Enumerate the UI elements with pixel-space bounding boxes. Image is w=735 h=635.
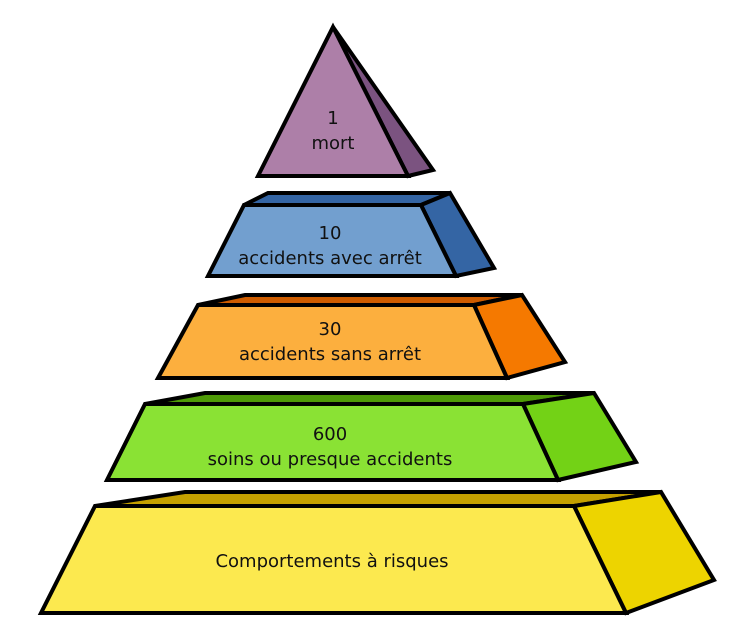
level-label: accidents avec arrêt xyxy=(238,248,422,269)
pyramid-level-mort: 1 mort xyxy=(254,22,437,179)
pyramid-level-accidents-avec-arret: 10 accidents avec arrêt xyxy=(204,190,498,279)
level-label: accidents sans arrêt xyxy=(239,344,421,365)
front-face xyxy=(103,402,562,482)
level-count: 600 xyxy=(313,424,347,445)
pyramid-level-soins: 600 soins ou presque accidents xyxy=(103,390,640,483)
apex-front-face xyxy=(254,22,412,178)
level-count: 1 xyxy=(327,108,338,129)
level-label: Comportements à risques xyxy=(215,551,448,572)
level-label: soins ou presque accidents xyxy=(208,449,453,470)
front-face xyxy=(154,303,511,380)
front-face xyxy=(37,504,630,615)
level-label: mort xyxy=(311,133,354,154)
level-count: 10 xyxy=(319,223,342,244)
level-count: 30 xyxy=(319,319,342,340)
pyramid-level-accidents-sans-arret: 30 accidents sans arrêt xyxy=(154,292,569,381)
pyramid-level-comportements: Comportements à risques xyxy=(37,489,717,616)
front-face xyxy=(204,203,460,278)
